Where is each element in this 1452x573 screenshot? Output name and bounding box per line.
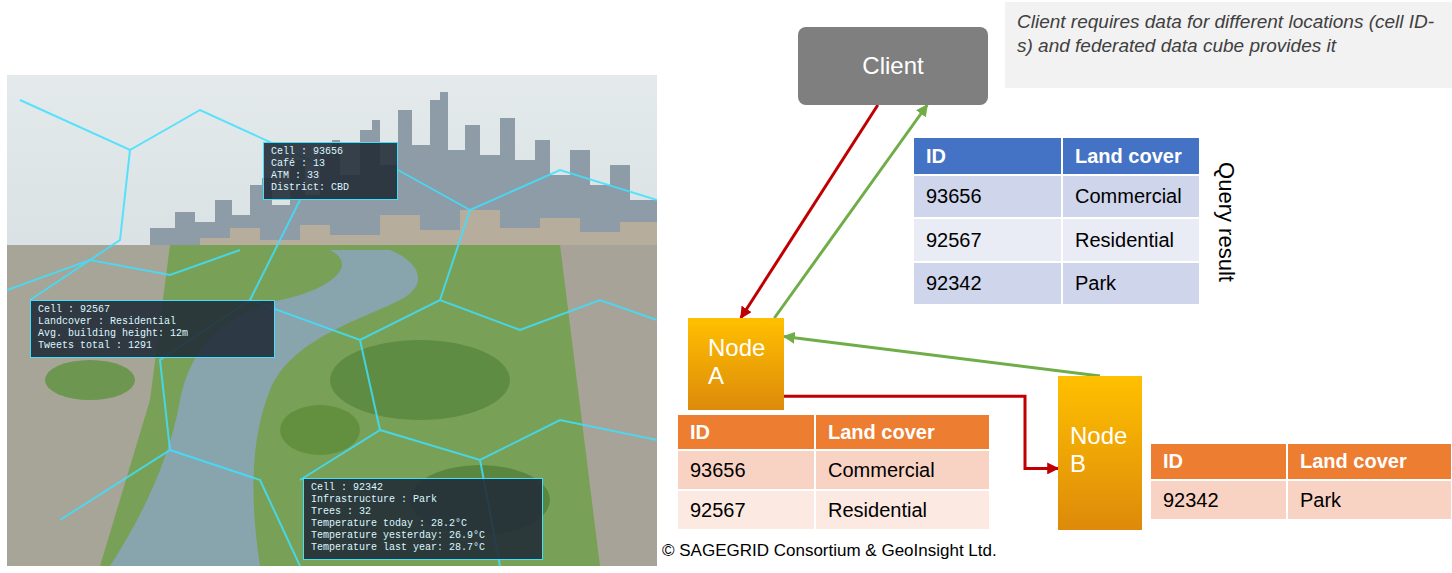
box-text: Node A <box>708 334 770 390</box>
callout-line: Temperature today : 28.2°C <box>311 518 535 530</box>
table-header: ID <box>1150 443 1287 480</box>
sky <box>7 75 657 566</box>
client-box: Client <box>798 27 988 105</box>
table-cell: Residential <box>815 490 990 530</box>
callout-line: Temperature yesterday: 26.9°C <box>311 530 535 542</box>
urban-area <box>560 245 657 566</box>
table-cell: Residential <box>1062 218 1200 262</box>
callout-line: Landcover : Residential <box>38 316 267 328</box>
table-cell: Park <box>1287 480 1452 520</box>
table-cell: 92567 <box>677 490 815 530</box>
request-arrow <box>774 105 927 318</box>
table-header: Land cover <box>815 414 990 450</box>
callout-line: Infrastructure : Park <box>311 494 535 506</box>
cell-callout: Cell : 92567Landcover : ResidentialAvg. … <box>30 300 275 358</box>
table-header: ID <box>677 414 815 450</box>
tree-patch <box>330 340 510 420</box>
cell-callout: Cell : 92342Infrastructure : ParkTrees :… <box>303 478 543 560</box>
callout-line: Cell : 92567 <box>38 304 267 316</box>
callout-line: Cell : 93656 <box>271 146 390 158</box>
table-header: ID <box>913 137 1062 175</box>
callout-line: Trees : 32 <box>311 506 535 518</box>
box-text: Client requires data for different locat… <box>1017 10 1440 58</box>
box-text: Node B <box>1070 422 1132 478</box>
hex-grid <box>7 100 657 566</box>
table-cell: 93656 <box>913 175 1062 218</box>
park-ground <box>7 245 657 566</box>
table-header: Land cover <box>1287 443 1452 480</box>
note-box: Client requires data for different locat… <box>1005 2 1452 88</box>
tree-patch <box>280 405 360 455</box>
request-arrow <box>741 105 878 318</box>
table-cell: 92567 <box>913 218 1062 262</box>
table-header: Land cover <box>1062 137 1200 175</box>
callout-line: ATM : 33 <box>271 170 390 182</box>
callout-line: Café : 13 <box>271 158 390 170</box>
tree-patch <box>45 360 135 400</box>
table-cell: Commercial <box>815 450 990 490</box>
table-cell: Commercial <box>1062 175 1200 218</box>
callout-line: Cell : 92342 <box>311 482 535 494</box>
callout-line: Temperature last year: 28.7°C <box>311 542 535 554</box>
callout-line: District: CBD <box>271 182 390 194</box>
node-box: Node A <box>688 318 784 410</box>
request-arrow <box>784 336 1100 376</box>
table-cell: Park <box>1062 262 1200 305</box>
callout-line: Avg. building height: 12m <box>38 328 267 340</box>
copyright-note: © SAGEGRID Consortium & GeoInsight Ltd. <box>662 541 997 561</box>
table-cell: 93656 <box>677 450 815 490</box>
table-caption: Query result <box>1212 137 1240 307</box>
cell-callout: Cell : 93656Café : 13ATM : 33District: C… <box>263 142 398 200</box>
node-box: Node B <box>1058 376 1142 530</box>
table-cell: 92342 <box>913 262 1062 305</box>
callout-line: Tweets total : 1291 <box>38 340 267 352</box>
table-cell: 92342 <box>1150 480 1287 520</box>
box-text: Client <box>862 52 923 80</box>
